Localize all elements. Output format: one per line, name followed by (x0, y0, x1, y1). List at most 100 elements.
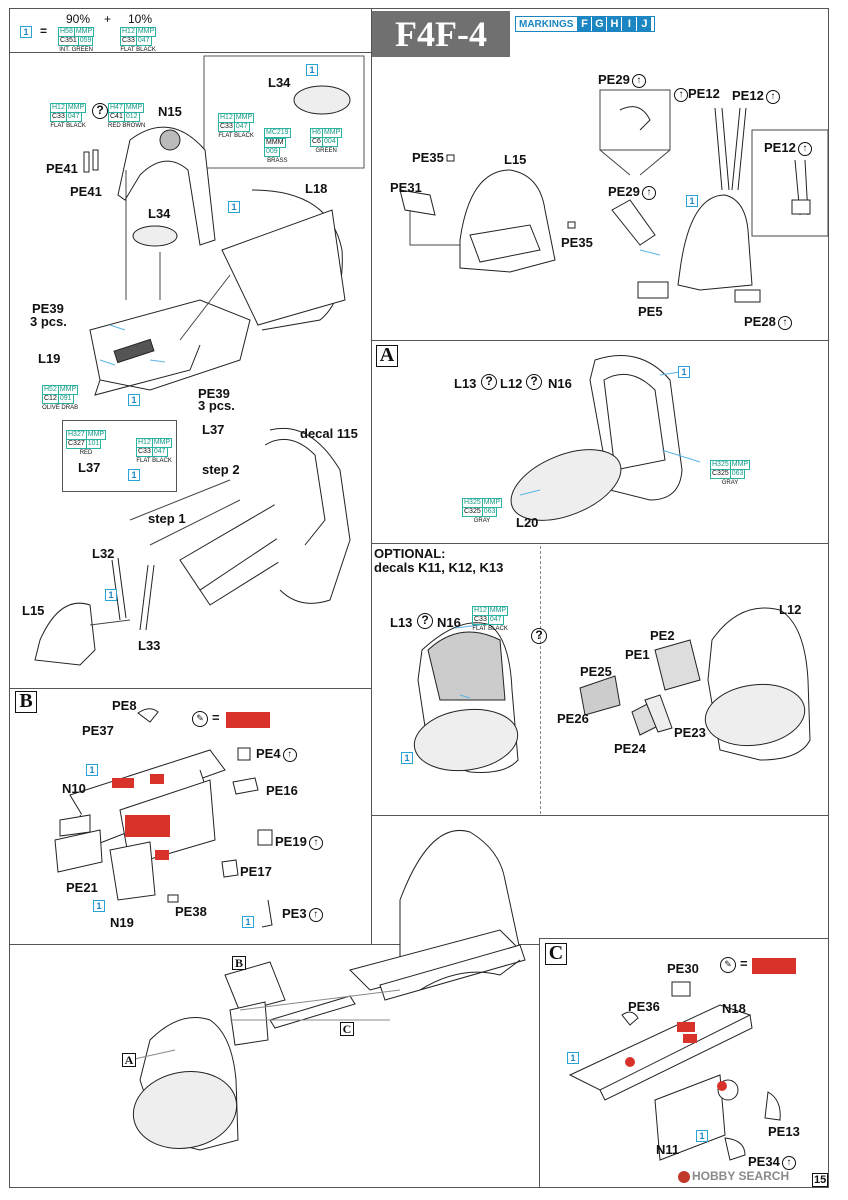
num-box: 1 (567, 1052, 579, 1064)
num-box: 1 (242, 916, 254, 928)
label-n18: N18 (722, 1001, 746, 1016)
frame-bottom (9, 1187, 829, 1188)
label-l13-b: L13 (390, 615, 413, 630)
frame-c-top (539, 938, 829, 939)
marking-letter: H (607, 17, 622, 31)
frame-c-left (539, 938, 540, 1188)
mix-plus: + (104, 12, 112, 26)
bend-arrow-icon: ↑ (765, 89, 780, 104)
label-l15-right: L15 (504, 152, 527, 167)
label-n16-a: N16 (548, 376, 572, 391)
num-box: 1 (678, 366, 690, 378)
question-mark: ? (531, 628, 547, 644)
section-b-marker: B (15, 691, 37, 713)
sub-a-marker: A (122, 1053, 136, 1067)
label-pe21: PE21 (66, 880, 98, 895)
label-pe38: PE38 (175, 904, 207, 919)
num-box: 1 (128, 394, 140, 406)
markings-badge: MARKINGS F G H I J (515, 16, 656, 32)
paint-brush-icon: ✎ (720, 957, 736, 973)
label-pe35-a: PE35 (412, 150, 444, 165)
bend-arrow-icon: ↑ (777, 315, 792, 330)
label-pe26: PE26 (557, 711, 589, 726)
question-mark: ? (92, 103, 108, 119)
optional-title: OPTIONAL: (374, 546, 446, 561)
paint-brass: MC219 MMM 009 BRASS (264, 128, 291, 164)
optional-divider (540, 546, 541, 814)
frame-bottom-h (9, 944, 539, 945)
label-pe12-c: PE12↑ (764, 140, 812, 156)
mix-index-box: 1 (20, 26, 32, 38)
label-n11: N11 (656, 1142, 680, 1157)
label-pe31: PE31 (390, 180, 422, 195)
num-box: 1 (306, 64, 318, 76)
label-pe39-b-qty: 3 pcs. (198, 398, 235, 413)
paint-brush-icon: ✎ (192, 711, 208, 727)
bend-arrow-icon: ↑ (641, 185, 656, 200)
label-pe19: PE19↑ (275, 834, 323, 850)
frame-left-h1 (9, 688, 371, 689)
label-pe39-a: PE39 (32, 301, 64, 316)
label-pe13: PE13 (768, 1124, 800, 1139)
num-box: 1 (696, 1130, 708, 1142)
mix-pct-1: 90% (66, 12, 91, 26)
label-step-1: step 1 (148, 511, 186, 526)
label-decal-115: decal 115 (300, 426, 358, 441)
label-l18: L18 (305, 181, 328, 196)
label-l20: L20 (516, 515, 539, 530)
label-pe17: PE17 (240, 864, 272, 879)
section-c-marker: C (545, 943, 567, 965)
bend-arrow-icon: ↑ (797, 141, 812, 156)
label-pe29-b: PE29↑ (608, 184, 656, 200)
label-step-2: step 2 (202, 462, 240, 477)
label-n15: N15 (158, 104, 182, 119)
label-l34: L34 (148, 206, 171, 221)
num-box: 1 (128, 469, 140, 481)
num-box: 1 (93, 900, 105, 912)
bend-arrow-icon: ↑ (631, 73, 646, 88)
label-pe25: PE25 (580, 664, 612, 679)
label-l33: L33 (138, 638, 161, 653)
frame-right-h1 (371, 340, 828, 341)
label-n10: N10 (62, 781, 86, 796)
bend-arrow-icon: ↑ (308, 907, 323, 922)
question-mark: ? (481, 374, 497, 390)
label-pe28: PE28↑ (744, 314, 792, 330)
label-l15: L15 (22, 603, 45, 618)
label-pe4: PE4↑ (256, 746, 297, 762)
marking-letter: F (577, 17, 592, 31)
frame-left (9, 8, 10, 1188)
red-swatch-b (226, 712, 270, 728)
label-l13-a: L13 (454, 376, 477, 391)
mix-equals: = (40, 24, 48, 38)
label-pe29: PE29↑ (598, 72, 646, 88)
label-pe12-a: ↑PE12 (672, 86, 720, 102)
sub-c-marker: C (340, 1022, 354, 1036)
label-pe41-a: PE41 (46, 161, 78, 176)
label-pe35-b: PE35 (561, 235, 593, 250)
label-l32: L32 (92, 546, 115, 561)
label-pe5: PE5 (638, 304, 663, 319)
marking-letter: I (622, 17, 637, 31)
swatch-equals-c: = (740, 956, 748, 971)
frame-right-h3 (371, 815, 828, 816)
sub-b-marker: B (232, 956, 246, 970)
label-pe1: PE1 (625, 647, 650, 662)
question-mark: ? (417, 613, 433, 629)
label-n19: N19 (110, 915, 134, 930)
num-box: 1 (86, 764, 98, 776)
label-l34-inset: L34 (268, 75, 291, 90)
label-pe2: PE2 (650, 628, 675, 643)
label-l19: L19 (38, 351, 61, 366)
label-pe41-b: PE41 (70, 184, 102, 199)
label-l12-a: L12 (500, 376, 523, 391)
